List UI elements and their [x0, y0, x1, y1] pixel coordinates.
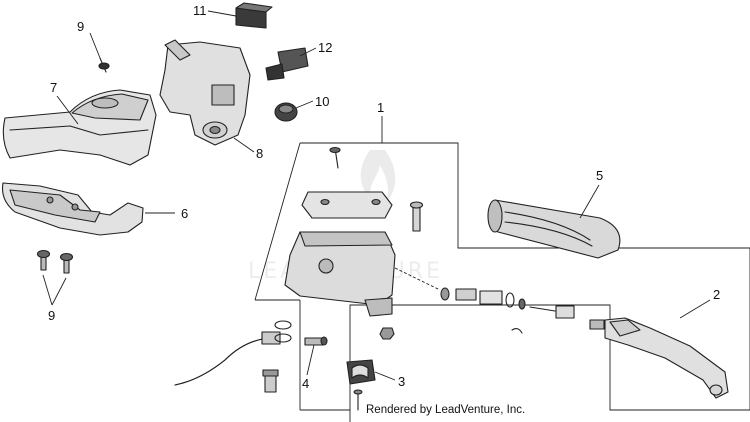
- assembly-box-1: [300, 142, 750, 422]
- callout-3: 3: [398, 374, 405, 389]
- callout-7: 7: [50, 80, 57, 95]
- switch-12: [265, 47, 309, 81]
- screws-9-bottom: [36, 249, 74, 274]
- callout-4: 4: [302, 376, 309, 391]
- callout-6: 6: [181, 206, 188, 221]
- reservoir-cover: [301, 191, 393, 219]
- callout-8: 8: [256, 146, 263, 161]
- banjo-bolt: [262, 369, 279, 393]
- brake-lever: [589, 317, 729, 399]
- handlebar-grip: [487, 199, 621, 259]
- bleed-valve: [304, 336, 328, 346]
- piston-kit: [440, 287, 575, 319]
- callout-10: 10: [315, 94, 329, 109]
- watermark-logo: [360, 150, 396, 205]
- pivot-bolt: [409, 201, 424, 232]
- lower-switch-cover: [1, 182, 144, 236]
- handlebar-clamp: [346, 359, 376, 411]
- switch-housing: [159, 39, 251, 146]
- brake-hose: [174, 320, 292, 386]
- reservoir-cap-screw: [329, 146, 341, 169]
- button-10: [274, 102, 298, 122]
- callout-1: 1: [377, 100, 384, 115]
- switch-11: [235, 2, 273, 29]
- master-cylinder-body: [284, 231, 396, 317]
- callout-9-bottom: 9: [48, 308, 55, 323]
- lever-clip: [511, 327, 523, 334]
- callout-11: 11: [193, 3, 207, 18]
- callout-2: 2: [713, 287, 720, 302]
- callout-12: 12: [318, 40, 332, 55]
- screw-9-top: [98, 57, 110, 73]
- credit-line: Rendered by LeadVenture, Inc.: [366, 404, 525, 416]
- callout-9-top: 9: [77, 19, 84, 34]
- nut: [379, 327, 395, 340]
- callout-5: 5: [596, 168, 603, 183]
- upper-switch-cover: [2, 89, 157, 166]
